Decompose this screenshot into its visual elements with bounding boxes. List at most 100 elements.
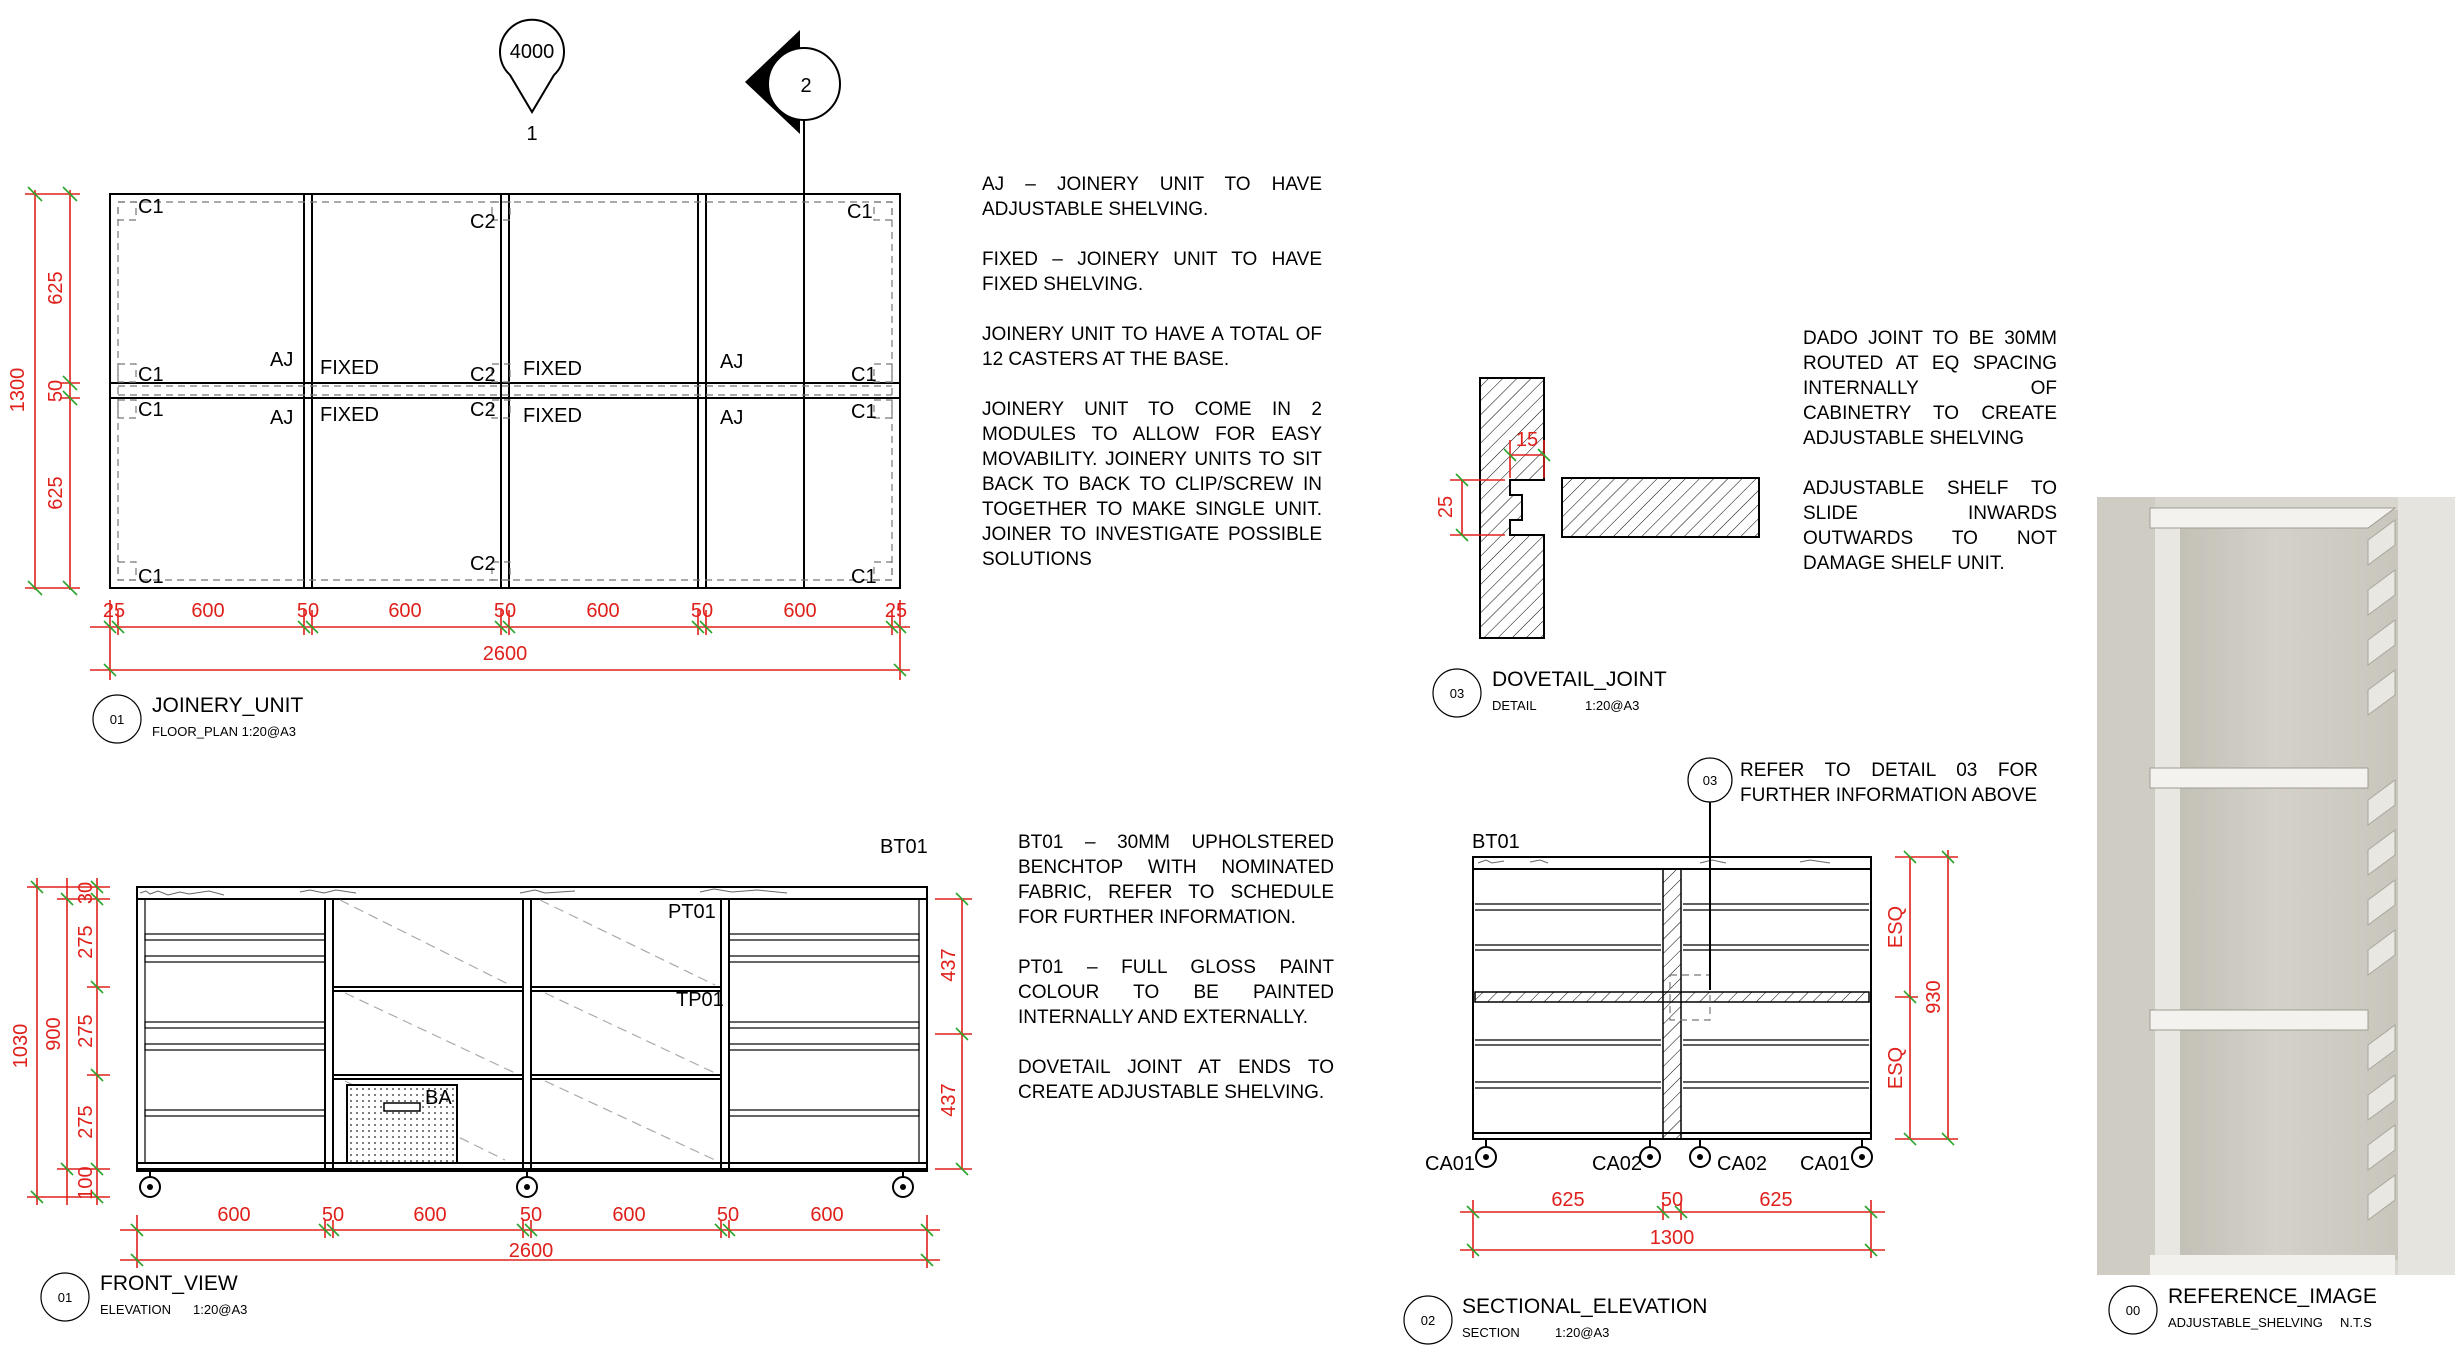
caster-label: C2 (470, 399, 496, 421)
svg-text:03: 03 (1703, 773, 1717, 788)
detail-callout: 03 (1687, 757, 1733, 990)
section-benchtop-label: BT01 (1472, 831, 1520, 853)
module-label: FIXED (320, 357, 379, 379)
dim-x: 50 (1661, 1189, 1683, 1211)
svg-text:4000: 4000 (510, 41, 555, 63)
dim-x: 600 (586, 600, 619, 622)
section-marker: 2 (745, 30, 841, 588)
dim-total-x: 2600 (509, 1240, 554, 1262)
dim-total-x: 1300 (1650, 1227, 1695, 1249)
caster-label: C1 (851, 401, 877, 423)
elevation-marker: 4000 1 (499, 18, 565, 145)
module-label: AJ (270, 349, 293, 371)
tp-label: TP01 (676, 989, 724, 1011)
svg-text:REFERENCE_IMAGE: REFERENCE_IMAGE (2168, 1285, 2377, 1308)
caster-label: C2 (470, 364, 496, 386)
caster-label: CA02 (1717, 1153, 1767, 1175)
section-casters (1475, 1139, 1873, 1168)
view-title-sectional-elevation: 02 SECTIONAL_ELEVATION SECTION 1:20@A3 (1403, 1295, 1707, 1345)
caster-squares (117, 201, 893, 581)
notes-finishes: BT01 – 30MM UPHOLSTERED BENCHTOP WITH NO… (1018, 830, 1334, 1130)
notes-dado: DADO JOINT TO BE 30MM ROUTED AT EQ SPACI… (1803, 326, 2057, 601)
svg-text:1:20@A3: 1:20@A3 (1555, 1325, 1609, 1340)
dim-x: 600 (388, 600, 421, 622)
dim-detail-25: 25 (1435, 496, 1457, 518)
dim-x: 600 (413, 1204, 446, 1226)
note-pt01: PT01 – FULL GLOSS PAINT COLOUR TO BE PAI… (1018, 957, 1334, 1028)
dim-x: 25 (885, 600, 907, 622)
dim-total-y: 930 (1923, 980, 1945, 1013)
dim-x: 600 (217, 1204, 250, 1226)
caster-label: CA01 (1800, 1153, 1850, 1175)
dim-x: 50 (691, 600, 713, 622)
sectional-elevation-view: BT01 CA01 CA02 CA02 CA01 (1403, 757, 2038, 1345)
svg-text:FRONT_VIEW: FRONT_VIEW (100, 1272, 238, 1295)
notes-joinery: AJ – JOINERY UNIT TO HAVE ADJUSTABLE SHE… (982, 172, 1322, 597)
svg-text:FLOOR_PLAN 1:20@A3: FLOOR_PLAN 1:20@A3 (152, 724, 296, 739)
dim-total-x: 2600 (483, 643, 528, 665)
svg-text:1:20@A3: 1:20@A3 (1585, 698, 1639, 713)
dim-x: 600 (191, 600, 224, 622)
dim-total-y: 1030 (10, 1024, 32, 1069)
dim-x: 50 (297, 600, 319, 622)
dim-y: 30 (75, 882, 97, 904)
note-casters: JOINERY UNIT TO HAVE A TOTAL OF 12 CASTE… (982, 324, 1322, 370)
dim-right: 437 (938, 1083, 960, 1116)
dim-900: 900 (43, 1017, 65, 1050)
svg-text:02: 02 (1421, 1313, 1435, 1328)
caster-label: C2 (470, 211, 496, 233)
basket-label: BA (425, 1087, 452, 1109)
module-label: FIXED (320, 404, 379, 426)
dovetail-detail-view: 15 25 03 DOVETAIL_JOINT DETAIL 1:20@A3 (1432, 377, 1760, 718)
caster-label: C1 (851, 566, 877, 588)
dim-x: 50 (494, 600, 516, 622)
note-adjustable-shelf: ADJUSTABLE SHELF TO SLIDE INWARDS OUTWAR… (1803, 478, 2057, 574)
svg-text:JOINERY_UNIT: JOINERY_UNIT (152, 694, 303, 717)
svg-text:ADJUSTABLE_SHELVING: ADJUSTABLE_SHELVING (2168, 1315, 2323, 1330)
dim-right: 437 (938, 948, 960, 981)
view-title-reference-image: 00 REFERENCE_IMAGE ADJUSTABLE_SHELVING N… (2108, 1285, 2377, 1335)
module-label: AJ (720, 351, 743, 373)
caster-label: C1 (138, 399, 164, 421)
svg-text:00: 00 (2126, 1303, 2140, 1318)
caster-label: C1 (851, 364, 877, 386)
dim-x: 50 (322, 1204, 344, 1226)
svg-text:1: 1 (526, 123, 537, 145)
note-modules: JOINERY UNIT TO COME IN 2 MODULES TO ALL… (982, 399, 1322, 570)
dim-x: 50 (520, 1204, 542, 1226)
svg-text:2: 2 (800, 75, 811, 97)
caster-label: C1 (138, 566, 164, 588)
dim-y: 275 (75, 1105, 97, 1138)
svg-text:N.T.S: N.T.S (2340, 1315, 2372, 1330)
dim-esq: ESQ (1885, 906, 1907, 948)
dim-esq: ESQ (1885, 1047, 1907, 1089)
caster-label: CA01 (1425, 1153, 1475, 1175)
caster-label: C2 (470, 553, 496, 575)
svg-text:DETAIL: DETAIL (1492, 698, 1537, 713)
module-label: FIXED (523, 405, 582, 427)
svg-text:1:20@A3: 1:20@A3 (193, 1302, 247, 1317)
caster-label: C1 (138, 364, 164, 386)
note-fixed: FIXED – JOINERY UNIT TO HAVE FIXED SHELV… (982, 249, 1322, 295)
note-dovetail: DOVETAIL JOINT AT ENDS TO CREATE ADJUSTA… (1018, 1057, 1334, 1103)
note-bt01: BT01 – 30MM UPHOLSTERED BENCHTOP WITH NO… (1018, 832, 1334, 928)
dim-y: 100 (75, 1166, 97, 1199)
dim-y: 275 (75, 1014, 97, 1047)
front-elevation-view: BT01 PT01 TP01 BA (10, 836, 972, 1322)
note-aj: AJ – JOINERY UNIT TO HAVE ADJUSTABLE SHE… (982, 174, 1322, 220)
view-title-dovetail-joint: 03 DOVETAIL_JOINT DETAIL 1:20@A3 (1432, 668, 1667, 718)
floor-plan-view: C1 C2 C1 C1 C2 C1 C1 C2 C1 C1 C2 C1 AJ F… (7, 186, 910, 744)
svg-text:03: 03 (1450, 686, 1464, 701)
svg-text:01: 01 (58, 1290, 72, 1305)
dim-x: 600 (783, 600, 816, 622)
dim-total-y: 1300 (7, 368, 29, 413)
reference-image: 00 REFERENCE_IMAGE ADJUSTABLE_SHELVING N… (2097, 497, 2455, 1335)
module-label: AJ (720, 407, 743, 429)
benchtop-label: BT01 (880, 836, 928, 858)
svg-text:DOVETAIL_JOINT: DOVETAIL_JOINT (1492, 668, 1667, 691)
module-label: FIXED (523, 358, 582, 380)
caster-label: C1 (847, 201, 873, 223)
dim-y: 275 (75, 925, 97, 958)
caster-label: C1 (138, 196, 164, 218)
